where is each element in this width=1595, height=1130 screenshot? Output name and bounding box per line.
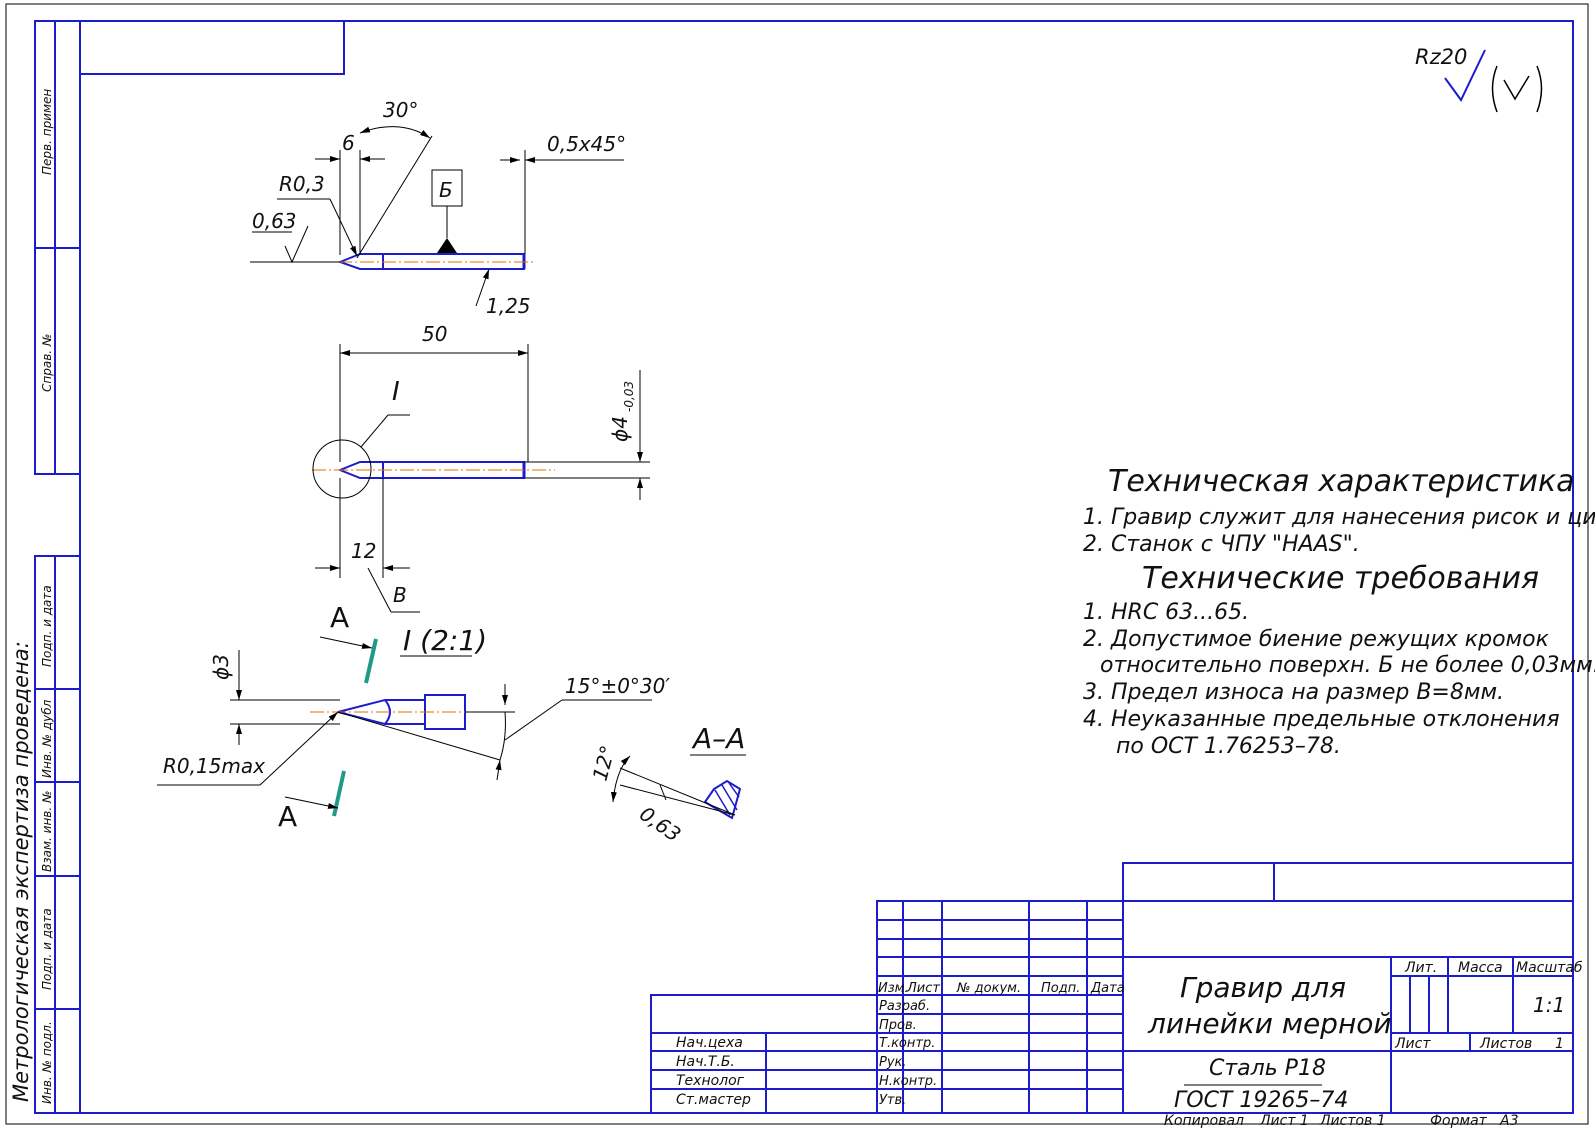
tech-char-1: 1. Гравир служит для нанесения рисок и ц… <box>1083 505 1595 530</box>
tech-req-1: 1. HRC 63...65. <box>1083 600 1249 625</box>
material-1: Сталь Р18 <box>1209 1056 1326 1081</box>
section-a-bottom: А <box>278 800 297 833</box>
left-role-4: Ст.мастер <box>676 1092 751 1108</box>
view-detail: А А I (2:1) ϕ3 15°±0°30′ R0,15max <box>157 601 670 833</box>
chamfer-label: 0,5x45° <box>547 132 626 156</box>
metrology-label: Метрологическая экспертиза проведена: <box>9 641 33 1102</box>
lit-header: Лит. <box>1404 960 1437 976</box>
role-prov: Пров. <box>879 1018 917 1033</box>
top-left-stamp-box <box>80 21 345 75</box>
col-data: Дата <box>1090 981 1125 996</box>
diameter-3: ϕ3 <box>209 654 233 680</box>
radius-r03: R0,3 <box>279 172 325 196</box>
kopiroval: Копировал <box>1164 1113 1244 1129</box>
listov-label: Листов <box>1479 1036 1532 1052</box>
left-role-1: Нач.цеха <box>676 1035 743 1051</box>
angle-30: 30° <box>383 98 418 122</box>
footer-listov: Листов 1 <box>1319 1113 1386 1129</box>
role-nkontr: Н.контр. <box>879 1074 937 1089</box>
role-ruk: Рук. <box>879 1055 907 1070</box>
tech-req-2: 2. Допустимое биение режущих кромок <box>1083 627 1550 652</box>
footer-list: Лист 1 <box>1259 1113 1309 1129</box>
view-main: I 50 ϕ4 -0,03 12 В <box>312 322 650 613</box>
angle-15: 15°±0°30′ <box>565 674 670 698</box>
material-2: ГОСТ 19265–74 <box>1174 1088 1348 1113</box>
list-label: Лист <box>1394 1036 1431 1052</box>
title-block-text: Изм. Лист № докум. Подп. Дата Разраб. Пр… <box>676 960 1583 1113</box>
view-top: Б 6 30° 0,5x45° R0,3 0,63 1,25 <box>250 98 626 318</box>
side-sprav-no: Справ. № <box>40 334 54 392</box>
side-vzam-inv: Взам. инв. № <box>40 791 54 872</box>
part-name-1: Гравир для <box>1180 971 1346 1004</box>
roughness-063-aa: 0,63 <box>635 801 685 846</box>
tech-char-title: Техническая характеристика <box>1108 464 1575 499</box>
technical-notes: Техническая характеристика 1. Гравир слу… <box>1083 464 1595 759</box>
diameter-4-tol: -0,03 <box>622 381 636 412</box>
col-list: Лист <box>906 981 940 996</box>
base-letter-b: Б <box>439 178 453 202</box>
side-inv-dubl: Инв. № дубл <box>40 699 54 778</box>
diameter-4: ϕ4 <box>608 416 632 442</box>
angle-12: 12° <box>588 743 620 783</box>
dim-50: 50 <box>422 322 447 346</box>
col-podp: Подп. <box>1041 981 1080 996</box>
role-razrab: Разраб. <box>879 999 930 1014</box>
roughness-value: Rz20 <box>1415 45 1467 69</box>
dim-12: 12 <box>351 539 376 563</box>
format-value: А3 <box>1499 1113 1518 1129</box>
role-tkontr: Т.контр. <box>879 1036 935 1051</box>
detail-title: I (2:1) <box>403 624 487 657</box>
section-cut-bottom <box>332 770 346 817</box>
section-aa: А–А 12° 0,63 <box>588 722 746 847</box>
left-role-2: Нач.Т.Б. <box>676 1054 735 1070</box>
left-role-3: Технолог <box>676 1073 745 1089</box>
masshtab-header: Масштаб <box>1516 960 1583 976</box>
side-podp-data-2: Подп. и дата <box>40 908 54 990</box>
roughness-063-top: 0,63 <box>252 209 297 233</box>
side-stamp <box>34 20 81 1114</box>
tech-req-2b: относительно поверхн. Б не более 0,03мм. <box>1100 653 1595 678</box>
dim-6: 6 <box>342 131 355 155</box>
tech-req-4b: по ОСТ 1.76253–78. <box>1116 734 1341 759</box>
dim-125: 1,25 <box>486 294 531 318</box>
outer-trim-frame <box>5 3 1589 1125</box>
side-podp-data-1: Подп. и дата <box>40 585 54 667</box>
role-utv: Утв. <box>879 1093 906 1108</box>
tech-req-title: Технические требования <box>1142 561 1539 596</box>
col-izm: Изм. <box>878 981 909 996</box>
section-cut-top <box>364 638 378 684</box>
side-perv-primen: Перв. примен <box>40 89 54 175</box>
tech-req-4: 4. Неуказанные предельные отклонения <box>1083 707 1560 732</box>
tech-req-3: 3. Предел износа на размер В=8мм. <box>1083 680 1504 705</box>
detail-label-i: I <box>392 377 400 407</box>
radius-r015: R0,15max <box>163 754 265 778</box>
footer: Копировал Лист 1 Листов 1 Формат А3 <box>1164 1113 1518 1129</box>
roughness-symbol: Rz20 <box>1415 45 1543 113</box>
massa-header: Масса <box>1458 960 1503 976</box>
part-name-2: линейки мерной <box>1147 1007 1392 1040</box>
format-label: Формат <box>1430 1113 1488 1129</box>
letter-v: В <box>393 583 407 607</box>
title-block-grid <box>650 862 1574 1114</box>
tech-char-2: 2. Станок с ЧПУ "HAAS". <box>1083 532 1360 557</box>
listov-value: 1 <box>1555 1036 1564 1052</box>
side-inv-podl: Инв. № подл. <box>40 1021 54 1104</box>
col-doc: № докум. <box>956 981 1021 996</box>
section-aa-title: А–А <box>691 722 745 755</box>
scale-value: 1:1 <box>1533 993 1565 1017</box>
section-a-top: А <box>330 601 349 634</box>
